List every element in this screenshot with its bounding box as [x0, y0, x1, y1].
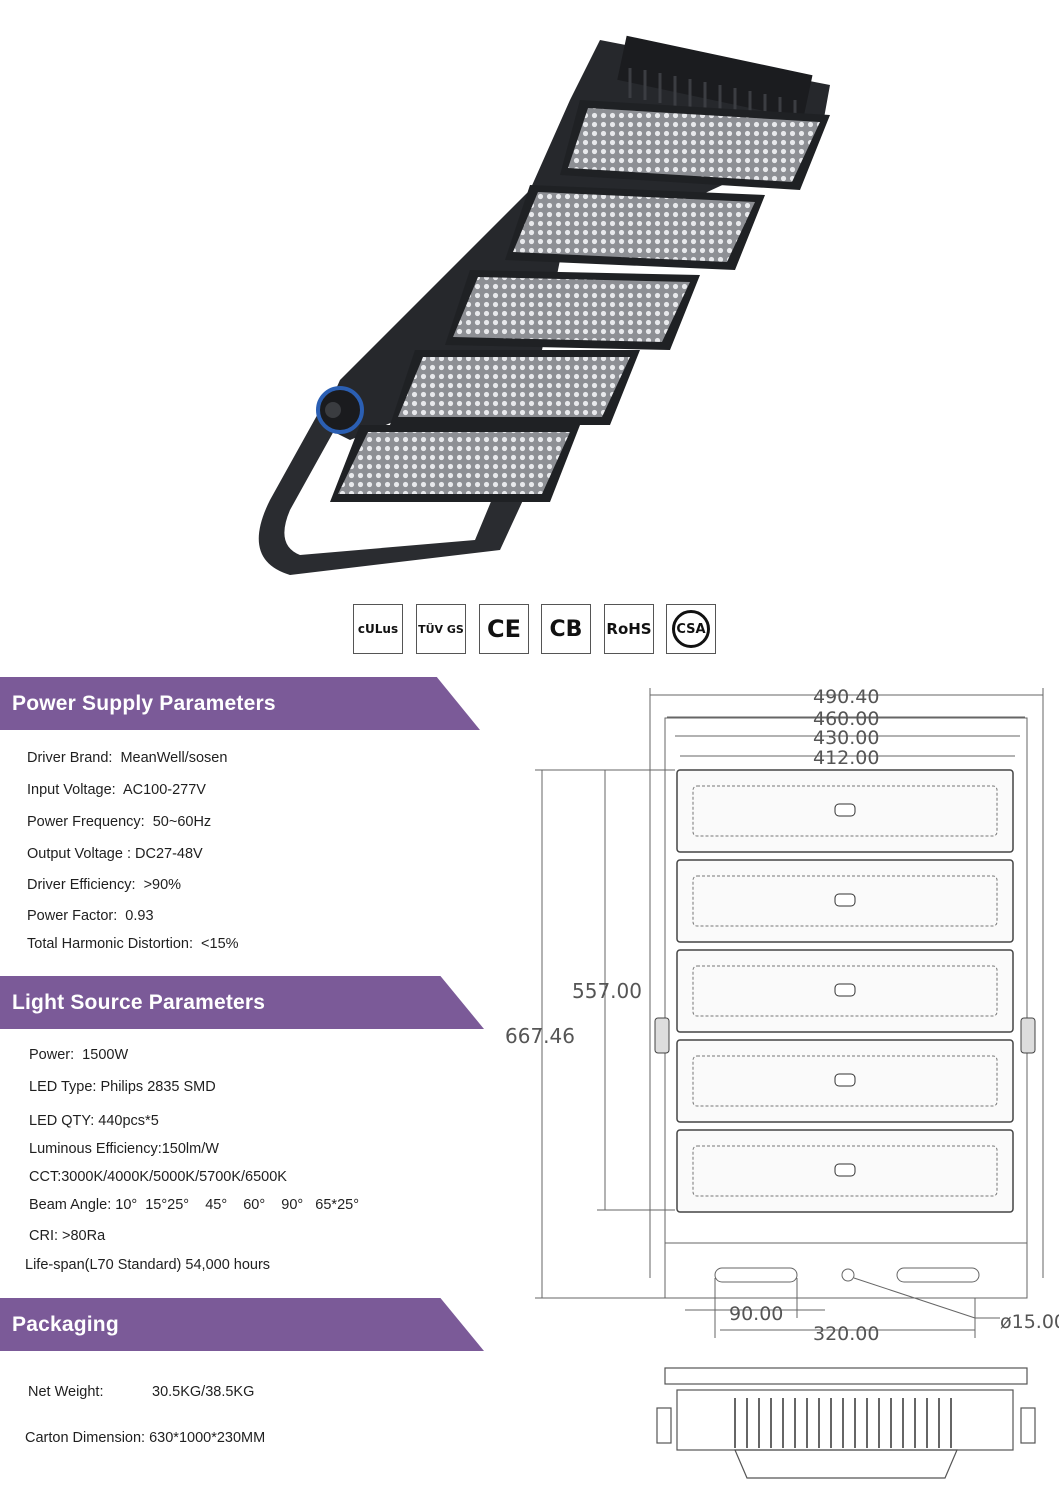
spec-power: Power: 1500W — [29, 1047, 129, 1063]
dim-width-outer: 490.40 — [813, 686, 879, 708]
cb-cert-icon: CB — [541, 604, 591, 654]
dimension-drawing: 490.40 460.00 430.00 412.00 667.46 557.0… — [505, 686, 1059, 1479]
spec-power-frequency: Power Frequency: 50~60Hz — [27, 814, 212, 830]
ul-cert-icon: cULus — [353, 604, 403, 654]
packaging-title: Packaging — [12, 1312, 119, 1336]
spec-led-type: LED Type: Philips 2835 SMD — [29, 1079, 216, 1095]
dim-width-2: 460.00 — [813, 708, 879, 730]
spec-input-voltage: Input Voltage: AC100-277V — [27, 782, 206, 798]
light-source-banner: Light Source Parameters — [0, 976, 484, 1029]
spec-driver-efficiency: Driver Efficiency: >90% — [27, 877, 182, 893]
power-supply-banner: Power Supply Parameters — [0, 677, 480, 730]
dim-width-4: 412.00 — [813, 747, 879, 769]
spec-net-weight-label: Net Weight: — [28, 1384, 104, 1400]
spec-lifespan: Life-span(L70 Standard) 54,000 hours — [25, 1257, 271, 1273]
dim-width-3: 430.00 — [813, 727, 879, 749]
spec-cri: CRI: >80Ra — [29, 1228, 106, 1244]
spec-thd: Total Harmonic Distortion: <15% — [27, 936, 239, 952]
spec-beam-angle: Beam Angle: 10° 15°25° 45° 60° 90° 65*25… — [29, 1197, 359, 1213]
packaging-banner: Packaging — [0, 1298, 484, 1351]
rohs-cert-icon: RoHS — [604, 604, 654, 654]
dim-base: 320.00 — [813, 1323, 879, 1345]
spec-cct: CCT:3000K/4000K/5000K/5700K/6500K — [29, 1169, 287, 1185]
dim-height-outer: 667.46 — [505, 1024, 575, 1048]
light-source-title: Light Source Parameters — [12, 990, 266, 1014]
spec-driver-brand: Driver Brand: MeanWell/sosen — [27, 750, 228, 766]
dim-slot: 90.00 — [729, 1303, 783, 1325]
spec-net-weight-value: 30.5KG/38.5KG — [152, 1384, 255, 1400]
spec-power-factor: Power Factor: 0.93 — [27, 908, 154, 924]
dim-height-inner: 557.00 — [572, 979, 642, 1003]
ce-cert-icon: CE — [479, 604, 529, 654]
spec-carton-dimension: Carton Dimension: 630*1000*230MM — [25, 1430, 266, 1446]
dim-hole: ø15.00 — [1000, 1311, 1059, 1333]
spec-luminous-efficiency: Luminous Efficiency:150lm/W — [29, 1141, 219, 1157]
power-supply-title: Power Supply Parameters — [12, 691, 276, 715]
spec-output-voltage: Output Voltage : DC27-48V — [27, 846, 203, 862]
gs-cert-icon: TÜV GS — [416, 604, 466, 654]
product-image — [258, 35, 830, 575]
csa-cert-icon: CSA — [666, 604, 716, 654]
spec-led-qty: LED QTY: 440pcs*5 — [29, 1113, 159, 1129]
